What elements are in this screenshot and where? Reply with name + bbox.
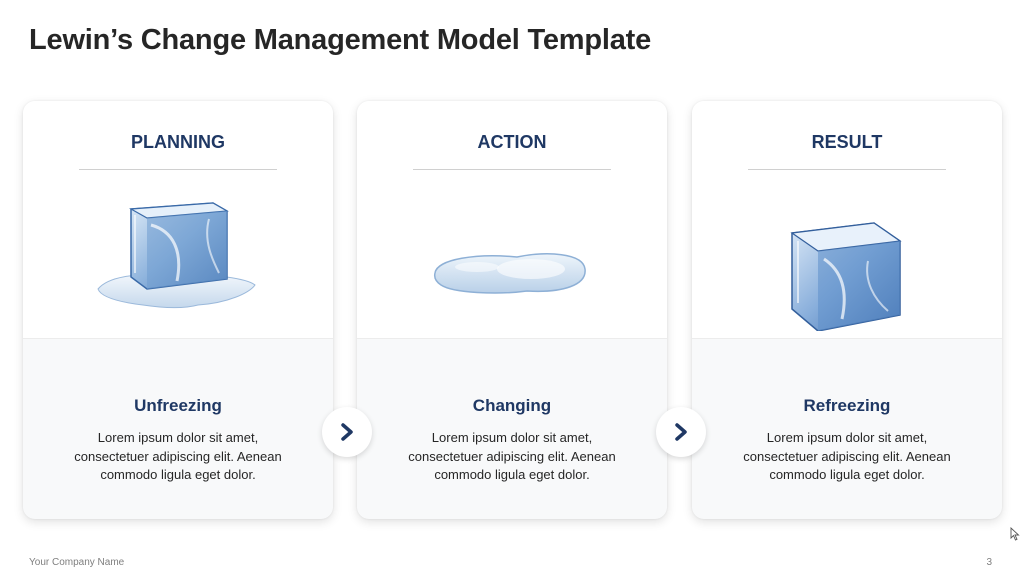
card-result: RESULT Refreezing Lorem ipsum dolor sit …	[692, 101, 1002, 519]
card-header: PLANNING	[131, 132, 225, 152]
card-divider	[748, 169, 946, 170]
card-header: RESULT	[811, 132, 883, 152]
card-top: RESULT	[692, 101, 1002, 339]
card-description: Lorem ipsum dolor sit amet, consectetuer…	[74, 430, 282, 482]
melting-ice-cube-icon	[97, 202, 256, 309]
card-action: ACTION Changing Lorem ipsum dolor sit am…	[357, 101, 667, 519]
card-subtitle: Refreezing	[803, 396, 891, 415]
chevron-right-icon	[341, 423, 353, 441]
ice-cube-icon	[790, 222, 902, 331]
water-puddle-icon	[433, 253, 586, 294]
footer-company-name: Your Company Name	[29, 557, 125, 568]
card-header: ACTION	[477, 132, 547, 152]
card-divider	[79, 169, 277, 170]
card-description: Lorem ipsum dolor sit amet, consectetuer…	[743, 430, 951, 482]
card-top: PLANNING	[23, 101, 333, 339]
card-description: Lorem ipsum dolor sit amet, consectetuer…	[408, 430, 616, 482]
mouse-cursor-icon	[1010, 527, 1020, 541]
card-top: ACTION	[357, 101, 667, 339]
slide-title: Lewin’s Change Management Model Template	[29, 24, 652, 56]
card-subtitle: Changing	[472, 396, 552, 415]
card-divider	[413, 169, 611, 170]
card-subtitle: Unfreezing	[134, 396, 222, 415]
page-number: 3	[986, 557, 992, 568]
card-planning: PLANNING Unfreezing Lore	[23, 101, 333, 519]
next-step-arrow	[656, 407, 706, 457]
next-step-arrow	[322, 407, 372, 457]
chevron-right-icon	[675, 423, 687, 441]
